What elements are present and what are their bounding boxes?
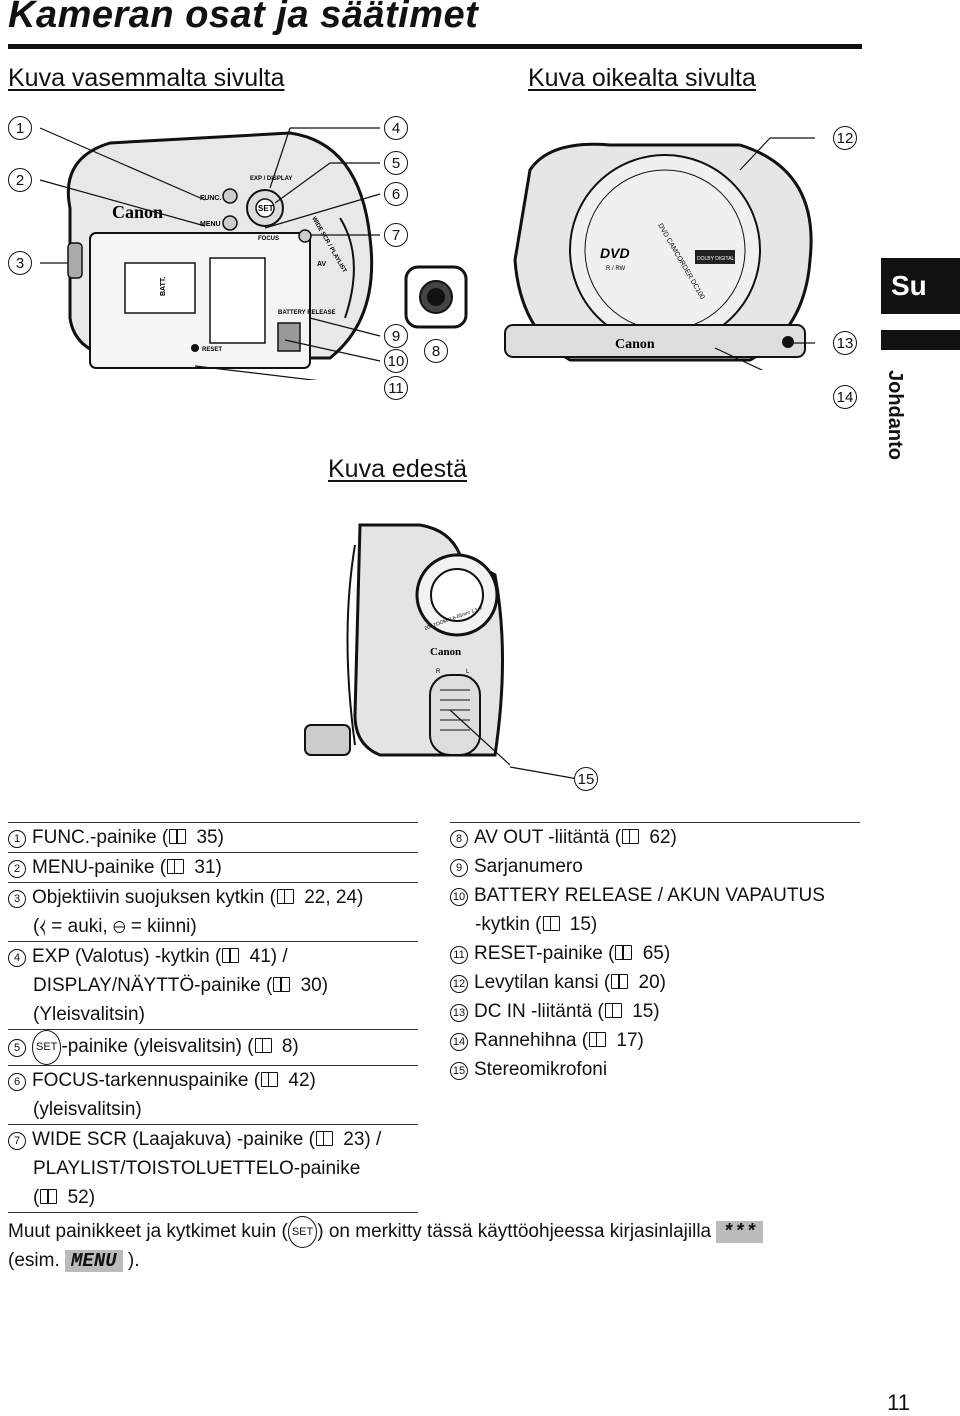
- language-tab: Su: [881, 258, 960, 314]
- book-icon: [261, 1072, 279, 1087]
- camera-front-view-illustration: Canon 20x ZOOM 2.6-65mm 1:1.9 R L: [304, 523, 511, 766]
- callout-11: 11: [384, 376, 408, 400]
- callout-15: 15: [574, 767, 598, 791]
- subtitle-right-side: Kuva oikealta sivulta: [528, 64, 756, 92]
- brand-logo-front: Canon: [430, 646, 461, 658]
- book-icon: [222, 948, 240, 963]
- book-icon: [604, 1003, 622, 1018]
- callout-13: 13: [833, 331, 857, 355]
- callout-2: 2: [8, 168, 32, 192]
- subtitle-left-side: Kuva vasemmalta sivulta: [8, 64, 285, 92]
- book-icon: [276, 889, 294, 904]
- dvd-logo: DVD: [600, 245, 630, 261]
- callout-8: 8: [424, 339, 448, 363]
- callout-12: 12: [833, 126, 857, 150]
- mic-left-label: L: [466, 669, 470, 675]
- dvd-sub-label: R / RW: [606, 266, 626, 272]
- lens-open-icon: ⧼: [39, 916, 46, 937]
- camera-left-view-illustration: FUNC. MENU EXP / DISPLAY SET FOCUS WIDE …: [39, 127, 381, 380]
- book-icon: [40, 1189, 58, 1204]
- callout-4: 4: [384, 116, 408, 140]
- callout-9: 9: [384, 324, 408, 348]
- av-jack-inset: [404, 265, 468, 329]
- set-label: SET: [258, 204, 274, 213]
- font-sample: ***: [716, 1221, 763, 1243]
- callout-6: 6: [384, 182, 408, 206]
- func-label: FUNC.: [200, 195, 221, 202]
- menu-sample: MENU: [65, 1250, 123, 1272]
- reset-label: RESET: [202, 347, 222, 353]
- footer-note: Muut painikkeet ja kytkimet kuin (SET) o…: [8, 1216, 763, 1274]
- lens-closed-icon: ⊖: [113, 916, 126, 937]
- callout-10: 10: [384, 349, 408, 373]
- book-icon: [615, 945, 633, 960]
- focus-label: FOCUS: [258, 236, 279, 242]
- book-icon: [589, 1032, 607, 1047]
- mic-right-label: R: [436, 669, 441, 675]
- callout-7: 7: [384, 223, 408, 247]
- page-title: Kameran osat ja säätimet: [8, 0, 479, 36]
- callout-15-leader: [509, 766, 579, 780]
- book-icon: [315, 1131, 333, 1146]
- brand-logo-right: Canon: [615, 337, 655, 352]
- tab-bar: [881, 330, 960, 350]
- battery-release-label: BATTERY RELEASE: [278, 310, 336, 316]
- title-rule: [8, 44, 862, 49]
- book-icon: [273, 977, 291, 992]
- subtitle-front: Kuva edestä: [328, 455, 467, 483]
- callout-14: 14: [833, 385, 857, 409]
- av-label: AV: [317, 261, 327, 268]
- camera-right-view-illustration: DVD R / RW DVD CAMCORDER DC100 DOLBY DIG…: [504, 137, 815, 370]
- callout-5: 5: [384, 151, 408, 175]
- callout-1: 1: [8, 116, 32, 140]
- brand-logo-left: Canon: [112, 202, 163, 222]
- book-icon: [169, 829, 187, 844]
- book-icon: [254, 1038, 272, 1053]
- section-tab: Johdanto: [884, 370, 906, 460]
- page-number: 11: [887, 1390, 910, 1415]
- menu-label: MENU: [200, 221, 221, 228]
- dolby-label: DOLBY DIGITAL: [697, 256, 735, 262]
- book-icon: [611, 974, 629, 989]
- batt-label: BATT.: [160, 277, 167, 296]
- set-icon: SET: [32, 1030, 62, 1065]
- book-icon: [542, 916, 560, 931]
- book-icon: [622, 829, 640, 844]
- book-icon: [167, 859, 185, 874]
- exp-label: EXP / DISPLAY: [250, 176, 292, 182]
- set-icon: SET: [287, 1216, 318, 1248]
- callout-3: 3: [8, 251, 32, 275]
